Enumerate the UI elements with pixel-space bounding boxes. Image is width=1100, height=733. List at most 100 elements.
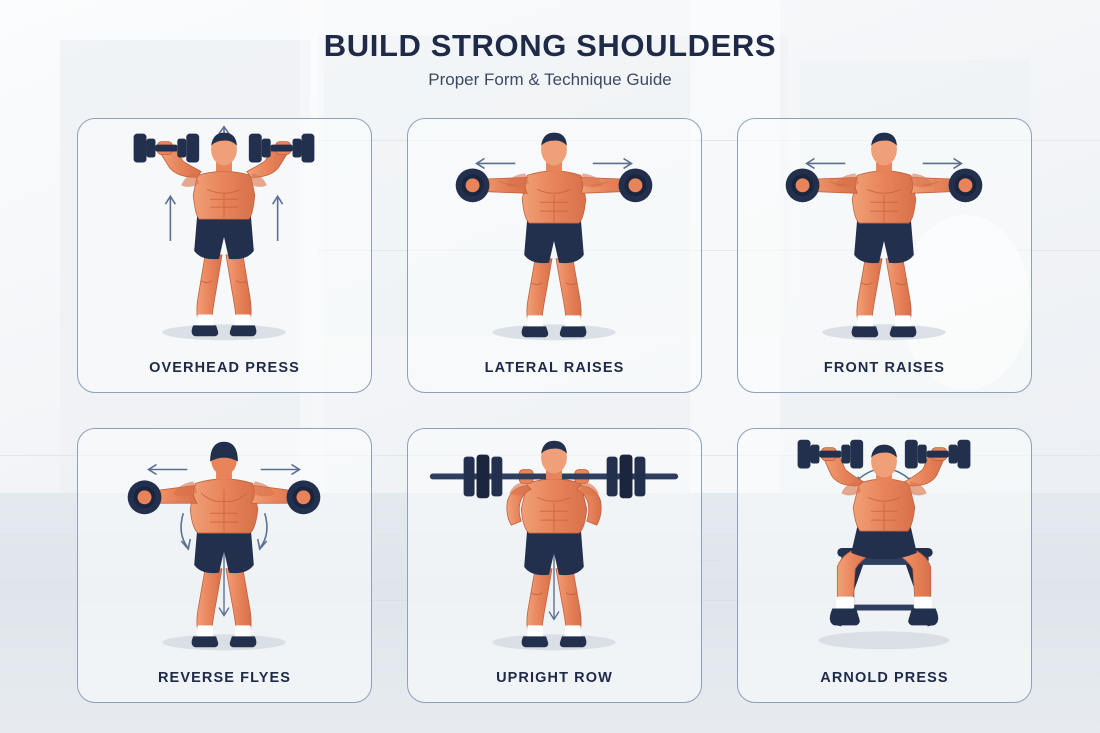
leg-right [225, 254, 252, 325]
sock-right [913, 596, 932, 609]
dumbbell-endon-right [286, 480, 321, 515]
bench-crossbar [849, 604, 921, 611]
dumbbell-left [797, 439, 864, 469]
exercise-label-arnold-press: ARNOLD PRESS [820, 670, 949, 686]
exercise-card-upright-row[interactable]: UPRIGHT ROW [407, 428, 702, 703]
deltoid-left [835, 173, 860, 188]
arrow-down-center [548, 548, 560, 621]
arm-left [506, 484, 532, 526]
hair [871, 444, 897, 458]
arrow-left [475, 157, 516, 170]
abs-detail [866, 188, 902, 223]
exercise-card-arnold-press[interactable]: ARNOLD PRESS [737, 428, 1032, 703]
deltoid-right [578, 173, 603, 188]
sock-right [894, 315, 911, 328]
deltoid-left [509, 481, 530, 496]
floor-shadow [818, 631, 950, 650]
sock-left [527, 625, 544, 638]
hair [211, 132, 237, 146]
abs-detail [206, 188, 242, 219]
shorts [194, 215, 254, 260]
sock-left [197, 625, 214, 638]
sock-right [564, 315, 581, 328]
shoe-left [191, 636, 219, 648]
arm-right [576, 484, 602, 526]
shorts [524, 219, 584, 264]
arrow-curve-down-left [180, 512, 192, 551]
sock-left [857, 315, 874, 328]
shoe-right [908, 608, 939, 626]
deltoid-right [250, 481, 275, 497]
exercise-illustration-arnold-press [738, 429, 1031, 657]
arm-muscle-line-right [590, 180, 609, 186]
floor-shadow [822, 324, 946, 341]
deltoid-left [841, 481, 862, 496]
exercise-grid: OVERHEAD PRESS [77, 118, 1035, 703]
exercise-card-front-raises[interactable]: FRONT RAISES [737, 118, 1032, 393]
exercise-illustration-front-raises [738, 119, 1031, 347]
shoe-left [521, 636, 549, 648]
back-muscle-detail [200, 489, 248, 533]
arrow-right [592, 157, 633, 170]
shoe-left [521, 326, 549, 338]
background-horizontal-line-1 [318, 140, 1100, 141]
knee-detail-right [565, 592, 578, 596]
floor-shadow [162, 324, 286, 341]
barbell-plate-l3 [491, 456, 503, 497]
arrow-up-right [271, 194, 284, 241]
arrow-left [805, 157, 846, 170]
hair [541, 132, 567, 146]
arm-muscle-line-right [920, 180, 939, 186]
hair [541, 440, 567, 454]
knee-detail-left [860, 282, 873, 286]
leg-right [555, 258, 582, 326]
arrow-right [260, 463, 301, 476]
knee-detail-right [895, 282, 908, 286]
exercise-label-overhead-press: OVERHEAD PRESS [149, 360, 300, 376]
exercise-card-overhead-press[interactable]: OVERHEAD PRESS [77, 118, 372, 393]
knee-detail-right [565, 282, 578, 286]
shoe-right [229, 636, 257, 648]
background-horizontal-line-2 [318, 250, 1100, 251]
exercise-label-reverse-flyes: REVERSE FLYES [157, 670, 292, 686]
leg-left [526, 258, 553, 326]
head [541, 133, 567, 166]
leg-right [885, 258, 912, 326]
barbell-plate-r2 [619, 454, 633, 499]
dumbbell-left [133, 133, 200, 163]
header: BUILD STRONG SHOULDERS Proper Form & Tec… [0, 28, 1100, 90]
shoe-right [559, 636, 587, 648]
exercise-label-front-raises: FRONT RAISES [823, 360, 946, 376]
leg-left [856, 258, 883, 326]
arrow-up-left [164, 194, 177, 241]
hair-back [210, 441, 238, 462]
leg-right [555, 568, 582, 636]
dumbbell-right [904, 439, 971, 469]
exercise-card-reverse-flyes[interactable]: REVERSE FLYES [77, 428, 372, 703]
exercise-label-lateral-raises: LATERAL RAISES [484, 360, 625, 376]
shoe-right [229, 325, 257, 337]
arrow-right [922, 157, 963, 170]
exercise-card-lateral-raises[interactable]: LATERAL RAISES [407, 118, 702, 393]
barbell-plate-r3 [634, 456, 646, 497]
barbell-plate-r1 [606, 456, 618, 497]
sock-right [234, 625, 251, 638]
deltoid-right [578, 481, 599, 496]
dumbbell-endon-left [455, 168, 490, 203]
head [871, 133, 897, 166]
leg-left [196, 568, 223, 636]
floor-shadow [492, 324, 616, 341]
exercise-label-upright-row: UPRIGHT ROW [496, 670, 613, 686]
arm-muscle-line-left [829, 180, 848, 186]
sock-left [197, 314, 214, 327]
dumbbell-right [248, 133, 315, 163]
sock-right [564, 625, 581, 638]
knee-detail-left [200, 280, 213, 284]
exercise-illustration-overhead-press [78, 119, 371, 347]
exercise-illustration-upright-row [408, 429, 701, 657]
dumbbell-endon-right [948, 168, 983, 203]
deltoid-right [248, 173, 267, 187]
dumbbell-endon-left [785, 168, 820, 203]
knee-detail-right [235, 280, 248, 284]
